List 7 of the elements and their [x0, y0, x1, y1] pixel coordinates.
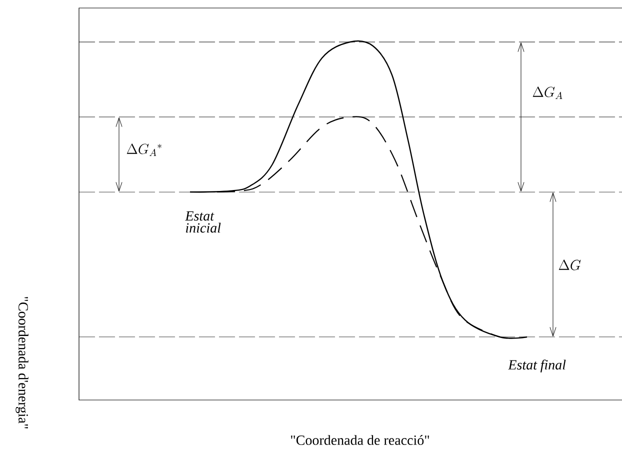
state-label: Estat inicial: [185, 211, 221, 233]
dimension-label: $\Delta G$: [558, 260, 581, 270]
dimension-label: $\Delta G_A{}^{*}$: [126, 144, 162, 156]
axis-label: "Coordenada d'energia": [16, 297, 28, 428]
axis-label: "Coordenada de reacció": [291, 435, 429, 445]
dimension-label: $\Delta G_A$: [532, 86, 562, 99]
state-label: Estat final: [508, 360, 566, 372]
